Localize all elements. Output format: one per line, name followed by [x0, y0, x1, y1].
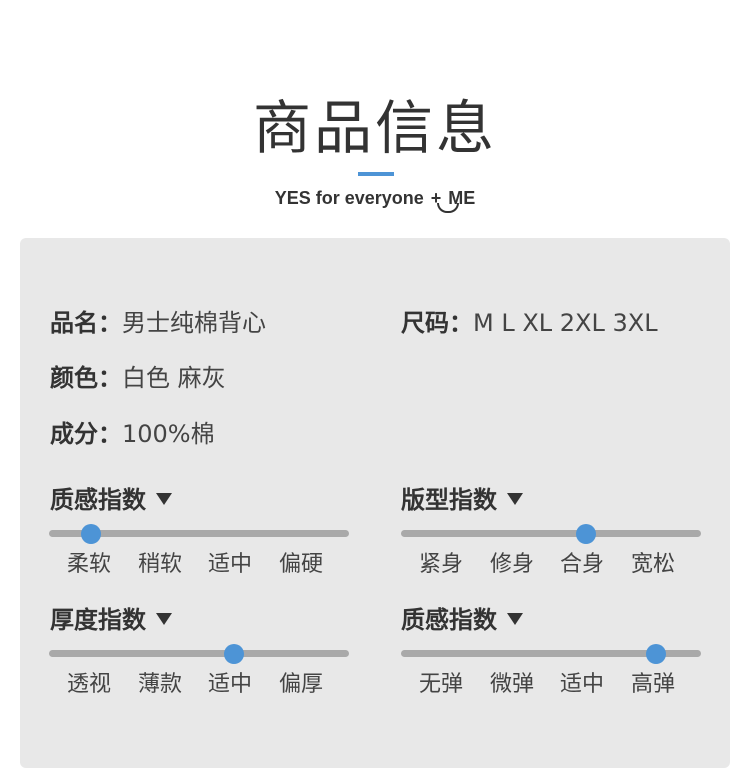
- info-material-label: 成分：: [50, 420, 122, 448]
- metric-texture-track: [49, 523, 349, 544]
- scale-option: 薄款: [137, 672, 182, 697]
- info-color-value: 白色 麻灰: [122, 364, 226, 392]
- info-size-label: 尺码：: [401, 309, 473, 337]
- triangle-down-icon: [156, 613, 172, 625]
- triangle-down-icon: [156, 493, 172, 505]
- metric-thickness-knob: [224, 643, 245, 664]
- metric-texture-knob: [81, 523, 101, 544]
- slogan-text-before: YES for everyone: [274, 188, 429, 208]
- scale-option: 修身: [489, 552, 534, 577]
- scale-option: 偏硬: [278, 552, 323, 577]
- slogan: YES for everyone + ME: [0, 186, 750, 213]
- scale-option: 适中: [207, 552, 252, 577]
- metric-title-text: 厚度指数: [50, 606, 146, 634]
- info-size-value: M L XL 2XL 3XL: [473, 309, 658, 337]
- info-name-label: 品名：: [50, 309, 122, 337]
- metric-fit-scale: 紧身 修身 合身 宽松: [401, 550, 701, 580]
- info-material-value: 100%棉: [122, 420, 215, 448]
- metric-thickness-title: 厚度指数: [50, 603, 172, 637]
- scale-option: 适中: [559, 672, 604, 697]
- metric-fit-title: 版型指数: [401, 483, 523, 517]
- scale-option: 稍软: [137, 552, 182, 577]
- product-info-card: 品名：男士纯棉背心 尺码：M L XL 2XL 3XL 颜色：白色 麻灰 成分：…: [20, 238, 730, 768]
- smile-icon: +: [429, 186, 459, 213]
- scale-option: 合身: [559, 552, 604, 577]
- triangle-down-icon: [507, 613, 523, 625]
- scale-option: 微弹: [489, 672, 534, 697]
- metric-title-text: 版型指数: [401, 486, 497, 514]
- smile-arc: [436, 203, 459, 213]
- info-name: 品名：男士纯棉背心: [50, 306, 266, 340]
- info-material: 成分：100%棉: [50, 417, 215, 451]
- scale-option: 柔软: [66, 552, 111, 577]
- scale-option: 紧身: [418, 552, 463, 577]
- slogan-plus: +: [430, 188, 442, 208]
- metric-elasticity-knob: [646, 643, 666, 664]
- info-color-label: 颜色：: [50, 364, 122, 392]
- scale-option: 偏厚: [278, 672, 323, 697]
- metric-fit-knob: [576, 523, 597, 544]
- title-underline: [358, 172, 394, 176]
- scale-option: 透视: [66, 672, 111, 697]
- metric-thickness-track: [49, 643, 349, 664]
- metric-fit-track: [401, 523, 701, 544]
- metric-title-text: 质感指数: [401, 606, 497, 634]
- metric-elasticity-track: [401, 643, 701, 664]
- info-color: 颜色：白色 麻灰: [50, 361, 226, 395]
- info-size: 尺码：M L XL 2XL 3XL: [401, 306, 658, 340]
- metric-thickness-scale: 透视 薄款 适中 偏厚: [49, 670, 349, 700]
- triangle-down-icon: [507, 493, 523, 505]
- scale-option: 宽松: [630, 552, 675, 577]
- scale-option: 适中: [207, 672, 252, 697]
- metric-title-text: 质感指数: [50, 486, 146, 514]
- scale-option: 高弹: [630, 672, 675, 697]
- metric-texture-scale: 柔软 稍软 适中 偏硬: [49, 550, 349, 580]
- metric-elasticity-title: 质感指数: [401, 603, 523, 637]
- metric-elasticity-scale: 无弹 微弹 适中 高弹: [401, 670, 701, 700]
- metric-texture-title: 质感指数: [50, 483, 172, 517]
- info-name-value: 男士纯棉背心: [122, 309, 266, 337]
- scale-option: 无弹: [418, 672, 463, 697]
- page-title: 商品信息: [252, 94, 497, 162]
